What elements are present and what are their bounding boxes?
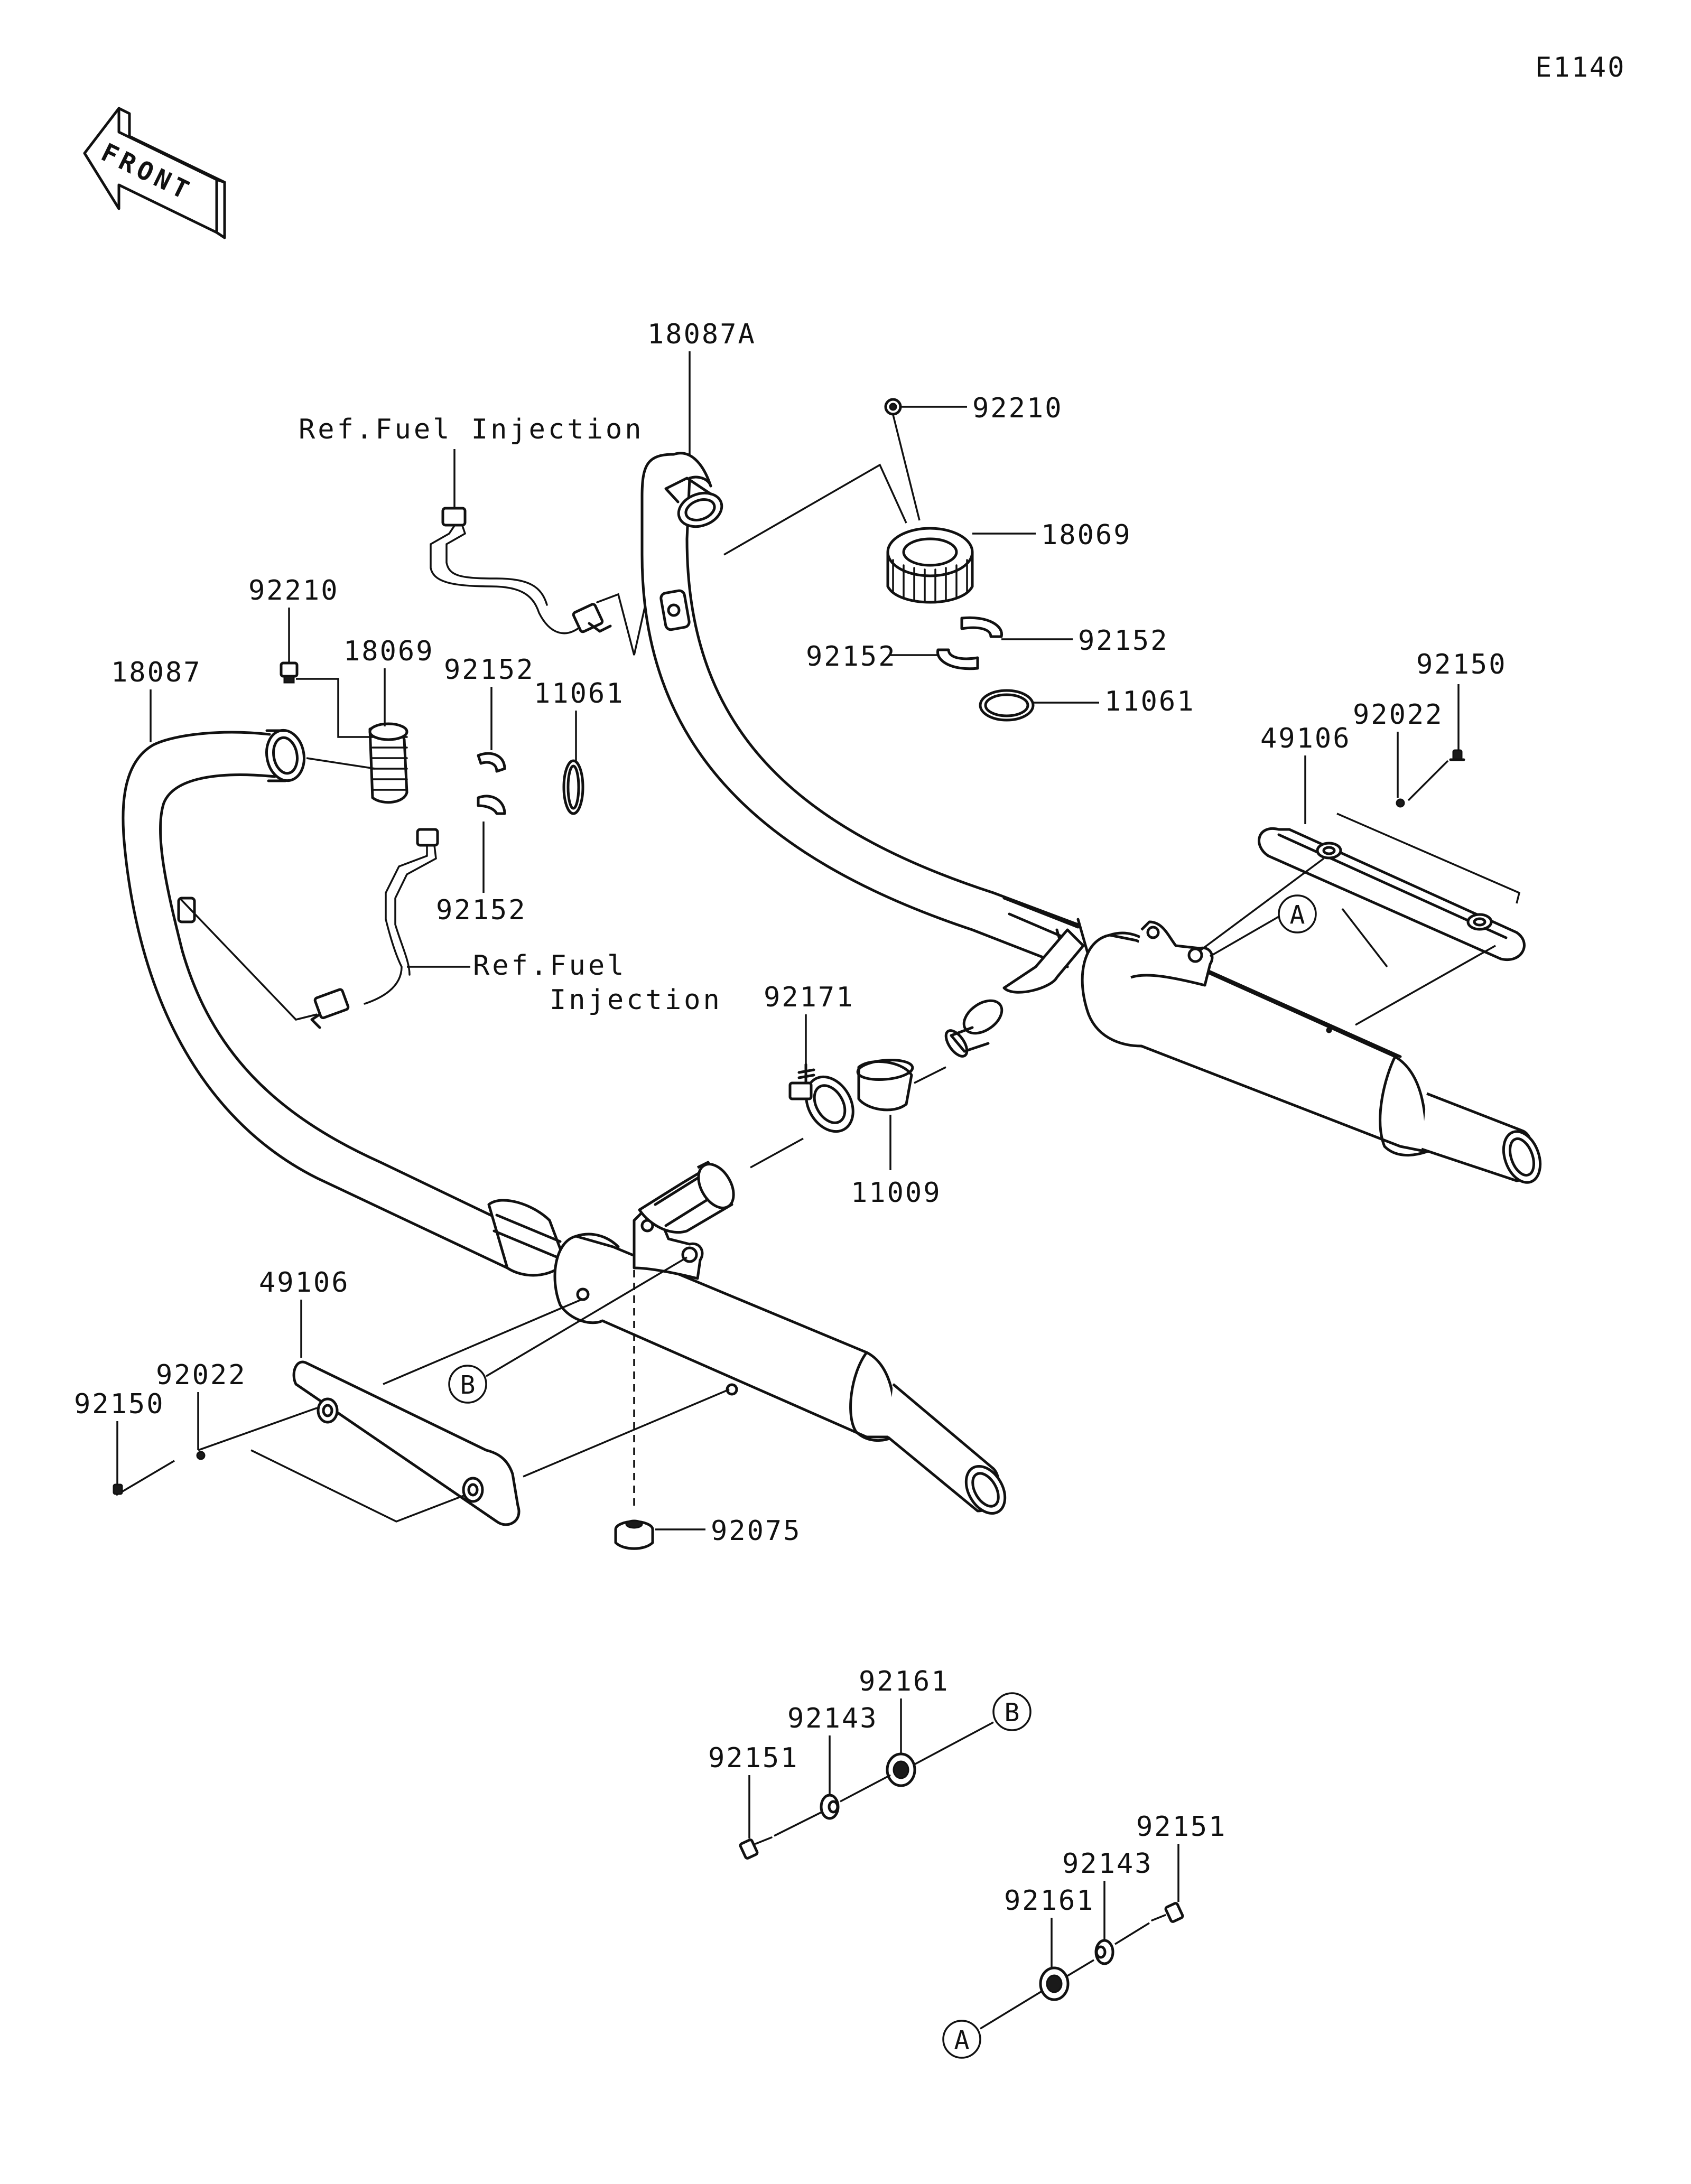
gasket-18069-left: [368, 722, 408, 804]
label-92152-left-top: 92152: [444, 654, 535, 686]
right-header-pipe: [596, 452, 1090, 968]
bolt-92151-upper: [739, 1836, 773, 1860]
label-11061-left: 11061: [534, 678, 625, 710]
gasket-18069-right: [886, 527, 974, 604]
label-92152-left-bottom: 92152: [436, 894, 527, 926]
label-49106-left: 49106: [259, 1267, 350, 1299]
grommet-92161-upper: [886, 1752, 916, 1787]
label-18087: 18087: [111, 657, 202, 688]
ref-fuel-injection-top: Ref.Fuel Injection: [299, 414, 644, 445]
label-92152-right-b: 92152: [806, 641, 897, 673]
retainer-92152-right: [936, 616, 1003, 670]
label-92210-right: 92210: [972, 393, 1063, 424]
label-92210-left: 92210: [248, 575, 339, 606]
washer-92022-right: [1396, 798, 1405, 808]
collar-92143-upper: [820, 1794, 840, 1820]
right-connector-pipe: [944, 928, 1085, 1058]
svg-text:A: A: [1290, 900, 1305, 930]
washer-92210-left: [280, 661, 299, 684]
label-92022-left: 92022: [156, 1359, 247, 1391]
label-92143-lower: 92143: [1062, 1848, 1153, 1880]
grommet-92161-lower: [1039, 1966, 1070, 2001]
label-92161-upper: 92161: [859, 1666, 950, 1697]
ref-fuel-injection-left-1: Ref.Fuel: [473, 950, 626, 982]
left-connector-pipe: [638, 1161, 735, 1234]
label-92075: 92075: [711, 1515, 802, 1547]
callout-b-hardware: B: [1005, 1698, 1020, 1728]
clamp-92171: [788, 1063, 854, 1133]
label-11009: 11009: [851, 1177, 942, 1209]
o2-sensor-right: [430, 507, 612, 634]
svg-text:B: B: [460, 1370, 476, 1400]
label-92022-right: 92022: [1353, 699, 1444, 731]
bolt-92150-right: [1449, 749, 1465, 761]
right-muffler: [1081, 920, 1542, 1184]
label-11061-right: 11061: [1104, 686, 1195, 717]
left-muffler: [553, 1208, 1007, 1515]
label-92151-lower: 92151: [1136, 1811, 1227, 1843]
label-92143-upper: 92143: [787, 1703, 878, 1734]
label-18087A: 18087A: [647, 319, 756, 350]
callout-a-heat-shield: A: [1278, 894, 1317, 934]
label-49106-right: 49106: [1260, 723, 1351, 754]
sleeve-11009: [856, 1059, 914, 1112]
bolt-92150-left: [113, 1483, 123, 1495]
retainer-92152-left-top: [477, 752, 506, 773]
label-92151-upper: 92151: [708, 1742, 799, 1774]
bolt-92151-lower: [1151, 1902, 1184, 1923]
heat-shield-49106-right: [1258, 827, 1526, 961]
grommet-92075: [614, 1519, 654, 1550]
hardware-group-b: B: [739, 1692, 1032, 1860]
heat-shield-49106-left: [292, 1360, 521, 1526]
washer-92022-left: [196, 1451, 206, 1460]
callout-a-hardware: A: [954, 2026, 970, 2055]
hardware-group-a: A: [942, 1902, 1184, 2059]
label-92161-lower: 92161: [1004, 1885, 1095, 1917]
washer-92210-right: [884, 398, 902, 416]
retainer-92152-left-bottom: [477, 795, 506, 815]
front-arrow-icon: FRONT: [83, 107, 226, 239]
label-92150-right: 92150: [1416, 649, 1507, 680]
gasket-11061-left: [562, 759, 584, 815]
collar-92143-lower: [1094, 1939, 1114, 1965]
ref-fuel-injection-left-2: Injection: [550, 984, 722, 1016]
label-18069-left: 18069: [343, 636, 434, 667]
o2-sensor-left: [179, 828, 439, 1029]
gasket-11061-right: [979, 689, 1035, 722]
label-18069-right: 18069: [1041, 519, 1132, 551]
label-92171: 92171: [764, 982, 854, 1013]
callout-b-heat-shield: B: [448, 1365, 487, 1404]
diagram-code: E1140: [1535, 52, 1626, 83]
label-92150-left: 92150: [74, 1388, 165, 1420]
label-92152-right-a: 92152: [1078, 625, 1169, 657]
